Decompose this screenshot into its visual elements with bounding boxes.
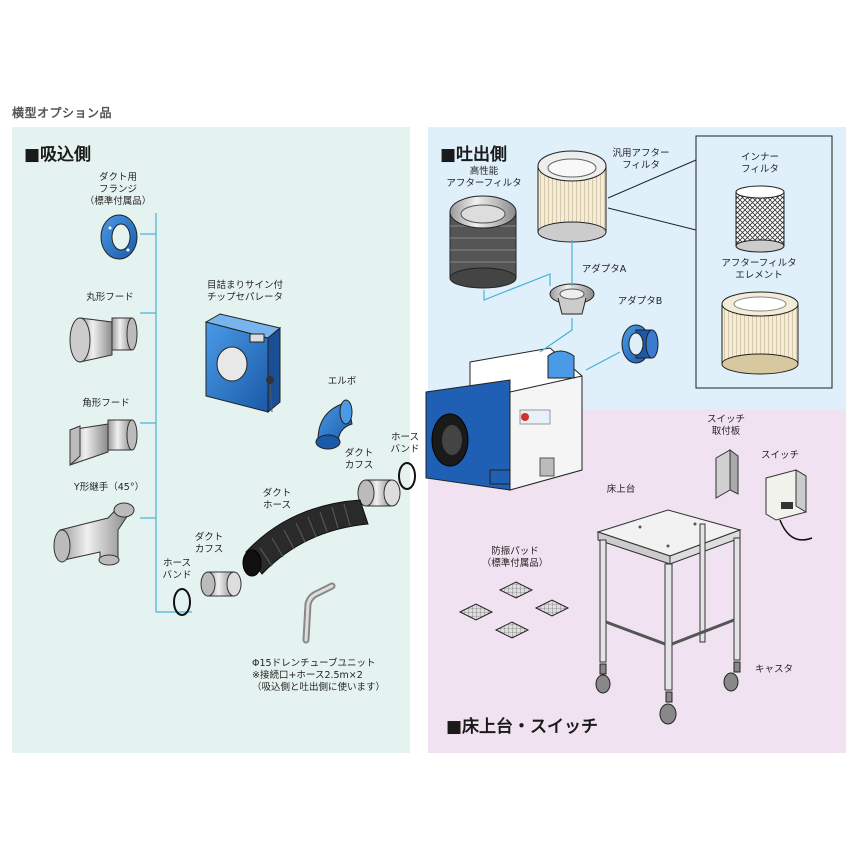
section-title-intake: ■吸込側 [24,145,92,165]
label-duct-cuff-left: ダクト カフス [194,532,224,555]
duct-cuff-left-icon [200,571,242,597]
duct-cuff-right-icon [357,479,401,507]
vibration-pad-icon [458,581,570,639]
square-hood-icon [69,419,138,467]
drain-tube-icon [302,582,336,644]
filter-inset-box [607,135,833,389]
y-joint-icon [53,502,135,566]
label-floor-stand: 床上台 [606,484,636,495]
label-gen-filter: 汎用アフター フィルタ [612,148,670,171]
filter-element-icon [721,291,799,375]
label-hp-filter: 高性能 アフターフィルタ [446,166,522,189]
label-adapter-a: アダプタA [581,264,627,275]
label-hose-band-left: ホース バンド [162,558,192,581]
label-drain-unit: Φ15ドレンチューブユニット ※接続口+ホース2.5m×2 （吸込側と吐出側に使… [252,658,386,693]
duct-hose-icon [242,499,369,577]
label-caster: キャスタ [754,664,793,675]
flange-icon [100,214,138,260]
hose-band-right-icon [398,462,416,490]
hose-band-left-icon [173,588,191,616]
inner-filter-icon [735,185,785,253]
section-title-exhaust: ■吐出側 [440,145,508,165]
label-filter-element: アフターフィルタ エレメント [721,258,797,281]
adapter-a-icon [549,283,595,315]
main-unit-icon [425,347,583,491]
label-y-joint: Y形継手（45°） [73,482,145,493]
label-elbow: エルボ [327,376,357,387]
switch-plate-icon [715,449,739,499]
section-title-stand: ■床上台・スイッチ [446,717,599,737]
page-title: 横型オプション品 [12,106,113,120]
caster-icon [595,661,741,725]
label-duct-cuff-right: ダクト カフス [344,448,374,471]
label-separator: 目詰まりサイン付 チップセパレータ [206,280,283,303]
label-square-hood: 角形フード [82,398,130,409]
label-duct-hose: ダクト ホース [262,488,292,511]
label-hose-band-right: ホース バンド [390,432,420,455]
label-round-hood: 丸形フード [86,292,134,303]
adapter-b-icon [621,324,659,364]
elbow-icon [315,399,353,450]
label-adapter-b: アダプタB [617,296,663,307]
label-inner-filter: インナー フィルタ [740,152,779,175]
chip-separator-icon [204,313,282,414]
floor-stand-icon [596,509,742,691]
exhaust-connector-lines [483,240,621,371]
round-hood-icon [69,317,138,363]
general-after-filter-icon [537,150,607,243]
switch-icon [765,469,813,541]
label-vibration-pad: 防振パッド （標準付属品） [481,546,549,569]
hp-after-filter-icon [449,195,517,289]
label-switch: スイッチ [760,450,799,461]
label-switch-plate: スイッチ 取付板 [706,414,745,437]
label-flange: ダクト用 フランジ （標準付属品） [84,172,152,207]
